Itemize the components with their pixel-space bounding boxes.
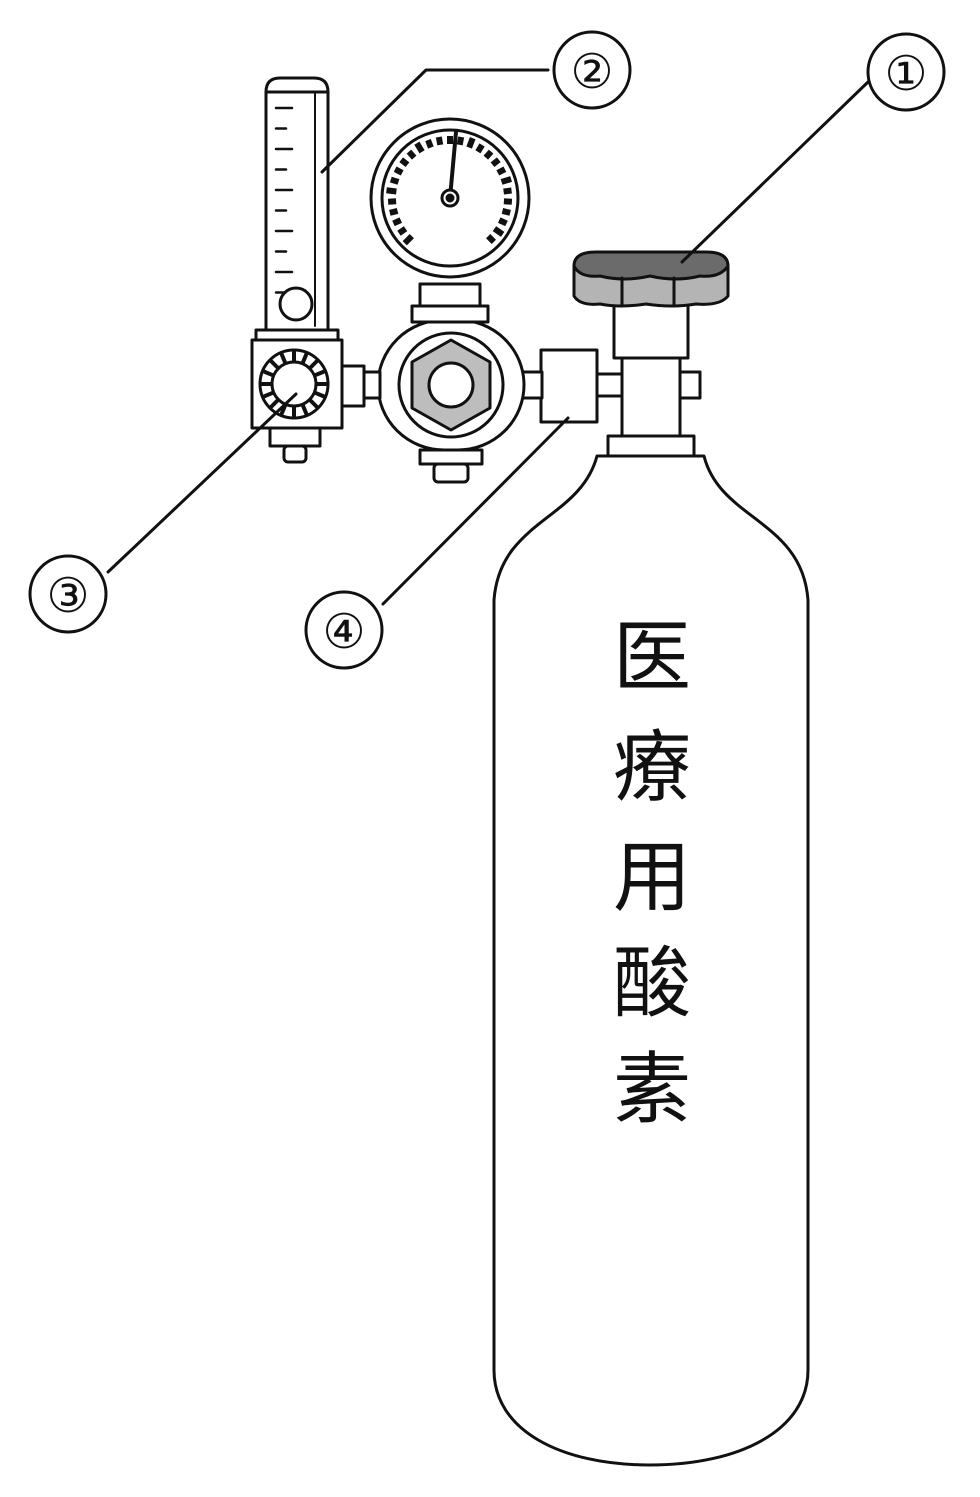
callout-number: ② <box>570 44 613 100</box>
gauge-tick <box>391 180 399 182</box>
flowmeter-ball <box>280 288 312 320</box>
flowmeter <box>252 78 364 462</box>
gauge-neck-base <box>412 306 488 322</box>
callout-1: ① <box>868 34 944 110</box>
valve-handle <box>574 252 728 306</box>
callout-2: ② <box>554 32 630 108</box>
gauge-tick <box>486 152 491 158</box>
cylinder-collar <box>608 436 694 456</box>
gauge-tick <box>460 137 461 145</box>
valve-stem <box>622 356 680 436</box>
cylinder-label-char: 用 <box>613 833 691 923</box>
gauge-tick <box>409 152 414 158</box>
gauge-tick <box>488 236 494 242</box>
regulator-bottom-fitting <box>420 450 482 464</box>
gauge-needle-pin <box>447 195 453 201</box>
flowmeter-side-block <box>342 366 364 406</box>
gauge-tick <box>428 140 431 147</box>
leader-line-3 <box>108 394 296 572</box>
cylinder-label-char: 療 <box>613 723 691 813</box>
cylinder-label: 医 療 用 酸 素 <box>613 613 691 1135</box>
regulator-nut-hole <box>429 363 473 407</box>
gauge-tick <box>493 160 499 165</box>
callout-4: ④ <box>306 592 382 668</box>
cylinder-label-char: 酸 <box>613 939 691 1029</box>
gauge-tick <box>504 191 512 192</box>
gauge-neck <box>420 284 480 308</box>
callout-number: ① <box>884 46 927 102</box>
connector-block <box>541 350 597 422</box>
regulator-connector <box>520 350 597 422</box>
gauge-tick <box>499 220 506 223</box>
gauge-tick <box>393 220 400 223</box>
gauge-tick <box>439 137 440 145</box>
flowmeter-outlet <box>270 428 320 446</box>
gauge-tick <box>386 190 396 191</box>
gauge-tick <box>502 179 512 182</box>
gauge-tick <box>401 160 407 165</box>
flow-knob-center <box>272 362 316 406</box>
pressure-gauge <box>371 119 529 277</box>
pressure-regulator <box>346 284 524 482</box>
gauge-tick <box>395 169 402 173</box>
valve-outlet-right <box>680 372 700 398</box>
valve-handle-top <box>574 252 728 279</box>
gauge-tick <box>478 145 482 152</box>
gauge-tick <box>498 169 505 173</box>
cylinder-label-char: 素 <box>613 1045 691 1135</box>
callout-number: ④ <box>322 604 365 660</box>
gauge-tick <box>502 211 510 213</box>
gauge-tick <box>399 229 406 234</box>
cylinder-label-char: 医 <box>613 613 691 703</box>
callout-3: ③ <box>30 556 106 632</box>
gauge-tick <box>469 138 473 147</box>
valve-outlet-left <box>596 374 622 396</box>
regulator-bottom-nut <box>434 464 468 482</box>
flowmeter-outlet-tip <box>284 446 306 462</box>
leader-line-1 <box>682 82 868 262</box>
gauge-tick <box>390 211 398 213</box>
valve-neck <box>614 302 688 358</box>
callout-number: ③ <box>46 568 89 624</box>
